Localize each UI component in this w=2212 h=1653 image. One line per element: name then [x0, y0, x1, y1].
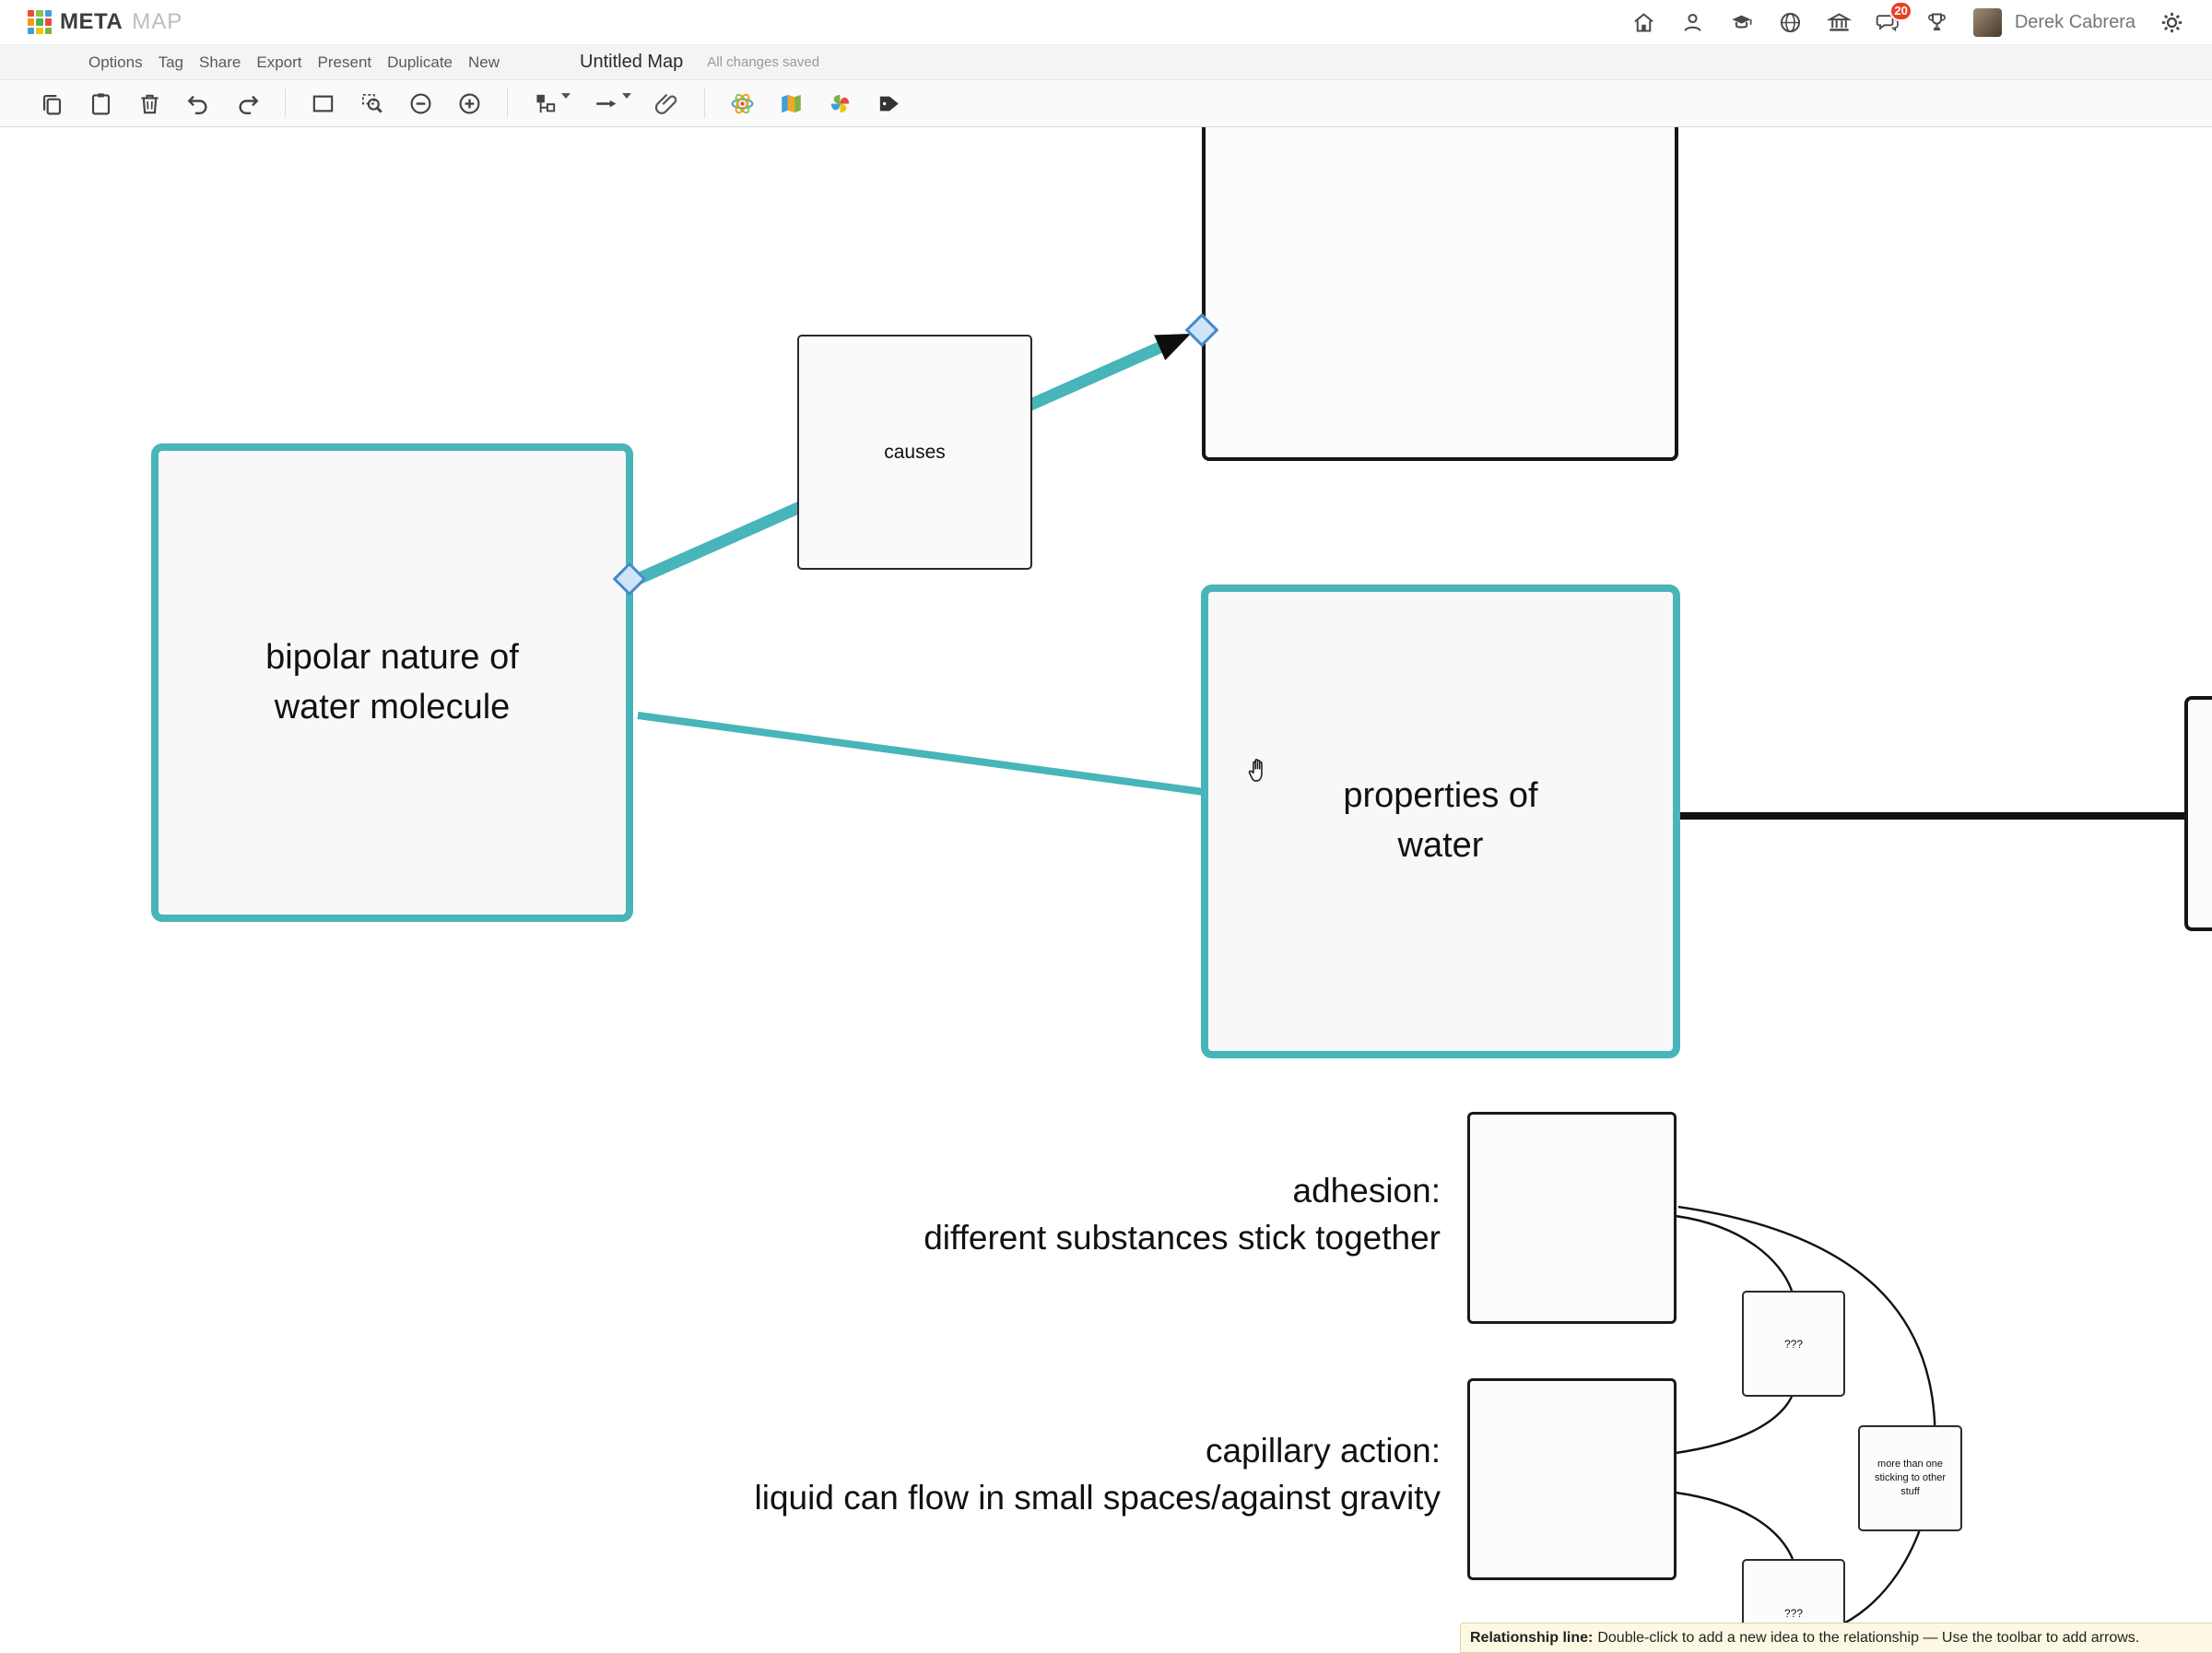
node-causes[interactable]: causes — [797, 335, 1032, 570]
tooltip-body: Double-click to add a new idea to the re… — [1597, 1629, 2140, 1646]
shape-rectangle-icon[interactable] — [310, 90, 336, 117]
toolbar — [0, 80, 2212, 127]
arrow-style-glyph — [593, 90, 619, 117]
text-line: adhesion: — [1292, 1172, 1441, 1210]
map-panels-icon[interactable] — [778, 90, 805, 117]
node-capillary[interactable] — [1467, 1378, 1677, 1580]
text-line: different substances stick together — [924, 1219, 1441, 1257]
map-title[interactable]: Untitled Map — [580, 52, 684, 72]
node-adhesion[interactable] — [1467, 1112, 1677, 1324]
curve-question-capillary[interactable] — [1675, 1396, 1794, 1455]
node-bipolar-nature[interactable]: bipolar nature of water molecule — [151, 443, 633, 922]
node-empty-top[interactable] — [1202, 127, 1678, 461]
notification-badge: 20 — [1889, 0, 1912, 21]
settings-icon[interactable] — [2159, 10, 2184, 35]
node-label: ??? — [1783, 1337, 1804, 1351]
text-line: liquid can flow in small spaces/against … — [754, 1479, 1441, 1517]
pinwheel-icon[interactable] — [827, 90, 853, 117]
zoom-out-icon[interactable] — [407, 90, 434, 117]
metamap-logo-icon — [28, 10, 52, 34]
tag-icon[interactable] — [876, 90, 902, 117]
courses-icon[interactable] — [1729, 10, 1754, 35]
menu-tag[interactable]: Tag — [158, 53, 184, 71]
node-style-glyph — [532, 90, 559, 117]
chevron-down-icon — [561, 92, 571, 99]
relationship-tooltip: Relationship line: Double-click to add a… — [1460, 1623, 2212, 1653]
delete-icon[interactable] — [136, 90, 163, 117]
menu-duplicate[interactable]: Duplicate — [387, 53, 453, 71]
brand-map: MAP — [132, 9, 183, 34]
top-bar: META MAP 20 Derek Cabrera — [0, 0, 2212, 45]
brand-meta: META — [60, 9, 124, 34]
menu-new[interactable]: New — [468, 53, 500, 71]
map-canvas[interactable]: causes bipolar nature of water molecule … — [0, 127, 2212, 1653]
arrow-style-icon[interactable] — [593, 90, 631, 117]
node-label: ??? — [1783, 1607, 1804, 1620]
metamap-atom-icon[interactable] — [729, 90, 756, 117]
relationship-line-bipolar-properties[interactable] — [637, 712, 1205, 796]
node-label: bipolar nature of water molecule — [265, 637, 519, 726]
attachment-icon[interactable] — [653, 90, 680, 117]
globe-icon[interactable] — [1778, 10, 1803, 35]
node-more-stuff[interactable]: more than one sticking to other stuff — [1858, 1425, 1962, 1531]
node-style-icon[interactable] — [532, 90, 571, 117]
menu-export[interactable]: Export — [256, 53, 302, 71]
home-icon[interactable] — [1631, 10, 1656, 35]
menu-bar: Options Tag Share Export Present Duplica… — [0, 45, 2212, 80]
text-capillary[interactable]: capillary action: liquid can flow in sma… — [755, 1427, 1441, 1521]
undo-icon[interactable] — [185, 90, 212, 117]
node-label: properties of water — [1343, 776, 1538, 865]
metamap-logo[interactable]: META MAP — [28, 9, 182, 35]
chevron-down-icon — [622, 92, 631, 99]
tooltip-title: Relationship line: — [1470, 1629, 1594, 1646]
node-properties-of-water[interactable]: properties of water — [1201, 584, 1680, 1058]
menu-share[interactable]: Share — [199, 53, 241, 71]
paste-icon[interactable] — [88, 90, 114, 117]
toolbar-separator — [285, 89, 286, 118]
arrowhead-icon[interactable] — [1154, 321, 1196, 360]
copy-icon[interactable] — [39, 90, 65, 117]
header-actions: 20 Derek Cabrera — [1631, 0, 2184, 37]
arc-adhesion-more-stuff[interactable] — [1677, 1205, 1936, 1630]
user-name[interactable]: Derek Cabrera — [2014, 11, 2136, 32]
text-line: capillary action: — [1205, 1432, 1441, 1470]
node-label: more than one sticking to other stuff — [1874, 1458, 1947, 1497]
menu-options[interactable]: Options — [88, 53, 143, 71]
toolbar-separator — [507, 89, 508, 118]
messages-icon[interactable]: 20 — [1876, 0, 1912, 35]
text-adhesion[interactable]: adhesion: different substances stick tog… — [924, 1167, 1441, 1261]
menu-present[interactable]: Present — [317, 53, 372, 71]
toolbar-separator — [704, 89, 705, 118]
curve-capillary-question[interactable] — [1675, 1491, 1794, 1560]
redo-icon[interactable] — [234, 90, 261, 117]
zoom-in-icon[interactable] — [456, 90, 483, 117]
achievements-icon[interactable] — [1924, 10, 1949, 35]
avatar[interactable] — [1972, 7, 2002, 37]
save-status: All changes saved — [707, 54, 820, 70]
node-empty-right[interactable] — [2184, 696, 2212, 931]
profile-icon[interactable] — [1680, 10, 1705, 35]
zoom-select-icon[interactable] — [359, 90, 385, 117]
node-label: causes — [884, 441, 946, 463]
curve-adhesion-question[interactable] — [1675, 1214, 1794, 1292]
institution-icon[interactable] — [1826, 10, 1852, 35]
node-question-top[interactable]: ??? — [1742, 1291, 1845, 1397]
